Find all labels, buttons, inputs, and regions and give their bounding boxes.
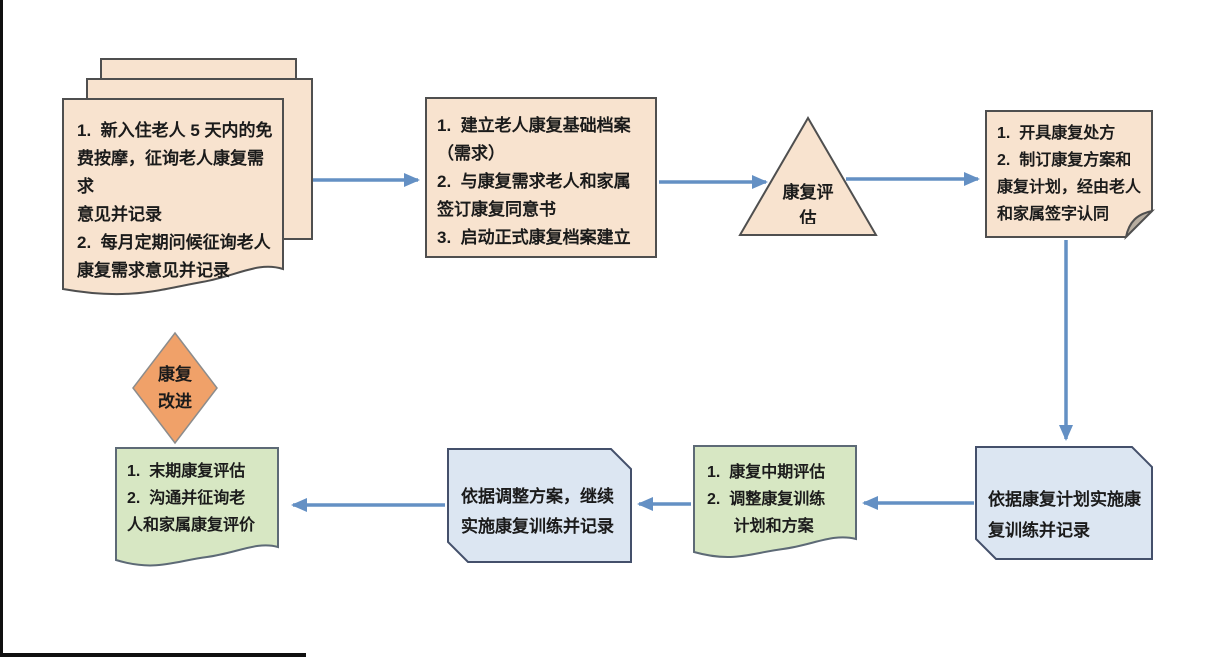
improvement-diamond-node: 康复 改进: [132, 331, 218, 445]
implement-training-node: 依据康复计划实施康 复训练并记录: [975, 446, 1153, 560]
implement-training-shape: [975, 446, 1153, 560]
prescription-note-node: 1. 开具康复处方 2. 制订康复方案和 康复计划，经由老人 和家属签字认同: [985, 110, 1156, 241]
assessment-triangle-shape: [738, 116, 878, 236]
page-frame-bottom-edge: [0, 653, 306, 657]
midterm-eval-shape: [693, 445, 857, 558]
prescription-text: 1. 开具康复处方 2. 制订康复方案和 康复计划，经由老人 和家属签字认同: [997, 125, 1142, 223]
intake-stack-node: 1. 新入住老人 5 天内的免 费按摩，征询老人康复需求 意见并记录 2. 每月…: [62, 57, 315, 302]
final-eval-text: 1. 末期康复评估 2. 沟通并征询老 人和家属康复评价: [127, 463, 256, 534]
assessment-triangle-node: 康复评 估: [738, 116, 878, 237]
improvement-diamond-shape: [132, 331, 218, 445]
final-eval-shape: [115, 447, 279, 567]
assessment-text: 康复评 估: [782, 183, 834, 224]
continue-training-node: 依据调整方案，继续 实施康复训练并记录: [447, 448, 632, 563]
final-eval-node: 1. 末期康复评估 2. 沟通并征询老 人和家属康复评价: [115, 447, 280, 572]
intake-stack-text: 1. 新入住老人 5 天内的免 费按摩，征询老人康复需求 意见并记录 2. 每月…: [77, 121, 273, 280]
continue-training-text: 依据调整方案，继续 实施康复训练并记录: [461, 487, 614, 536]
midterm-eval-text: 1. 康复中期评估 2. 调整康复训练 计划和方案: [707, 464, 826, 535]
stack-front-document: [62, 98, 284, 296]
midterm-eval-node: 1. 康复中期评估 2. 调整康复训练 计划和方案: [693, 445, 858, 563]
file-setup-shape: [425, 97, 657, 258]
note-fold-corner: [1124, 209, 1156, 241]
improvement-text: 康复 改进: [158, 365, 192, 411]
page-frame-left-edge: [0, 0, 3, 657]
file-setup-node: 1. 建立老人康复基础档案 （需求） 2. 与康复需求老人和家属 签订康复同意书…: [425, 97, 657, 258]
file-setup-text: 1. 建立老人康复基础档案 （需求） 2. 与康复需求老人和家属 签订康复同意书…: [437, 116, 631, 247]
continue-training-shape: [447, 448, 632, 563]
implement-training-text: 依据康复计划实施康 复训练并记录: [988, 490, 1141, 540]
